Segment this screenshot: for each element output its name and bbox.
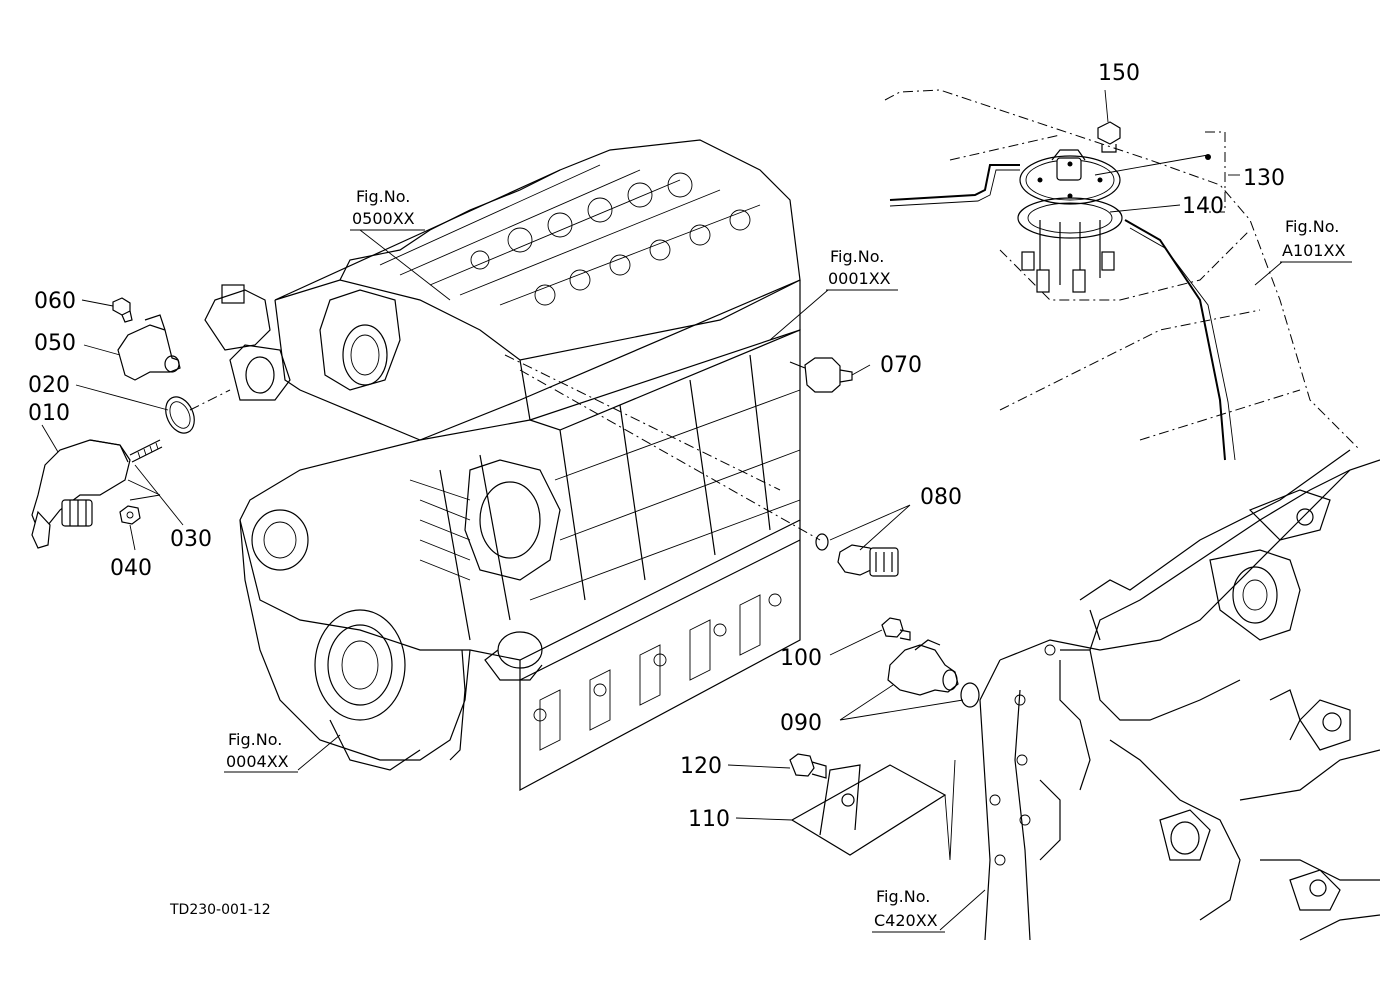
fig-ref-A101-title: Fig.No. xyxy=(1285,217,1339,236)
fig-ref-0004-code: 0004XX xyxy=(226,752,289,771)
part-label-140: 140 xyxy=(1182,194,1224,219)
fig-ref-0004-title: Fig.No. xyxy=(228,730,282,749)
part-label-120: 120 xyxy=(680,754,722,779)
leader-lines xyxy=(41,89,1283,931)
part-label-060: 060 xyxy=(34,289,76,314)
fuel-tank-drawing xyxy=(884,89,1361,461)
part-label-070: 070 xyxy=(880,353,922,378)
sensor-parts-drawing xyxy=(31,297,980,856)
part-number-labels: 060 050 020 010 030 040 150 130 140 070 … xyxy=(28,61,1285,832)
fig-ref-0500-code: 0500XX xyxy=(352,209,415,228)
part-label-040: 040 xyxy=(110,556,152,581)
part-label-030: 030 xyxy=(170,527,212,552)
part-label-130: 130 xyxy=(1243,166,1285,191)
fig-ref-C420-title: Fig.No. xyxy=(876,887,930,906)
fig-ref-0500-title: Fig.No. xyxy=(356,187,410,206)
part-label-020: 020 xyxy=(28,373,70,398)
part-label-100: 100 xyxy=(780,646,822,671)
part-label-010: 010 xyxy=(28,401,70,426)
engine-block-drawing xyxy=(204,139,801,792)
part-label-150: 150 xyxy=(1098,61,1140,86)
part-label-050: 050 xyxy=(34,331,76,356)
fig-ref-C420-code: C420XX xyxy=(874,911,938,930)
drawing-code: TD230-001-12 xyxy=(169,902,271,918)
part-label-090: 090 xyxy=(780,711,822,736)
fig-ref-0001-code: 0001XX xyxy=(828,269,891,288)
figure-reference-labels: Fig.No. 0500XX Fig.No. 0001XX Fig.No. A1… xyxy=(169,187,1352,933)
part-label-080: 080 xyxy=(920,485,962,510)
transmission-housing-drawing xyxy=(979,449,1380,941)
part-label-110: 110 xyxy=(688,807,730,832)
fig-ref-0001-title: Fig.No. xyxy=(830,247,884,266)
fig-ref-A101-code: A101XX xyxy=(1282,241,1345,260)
